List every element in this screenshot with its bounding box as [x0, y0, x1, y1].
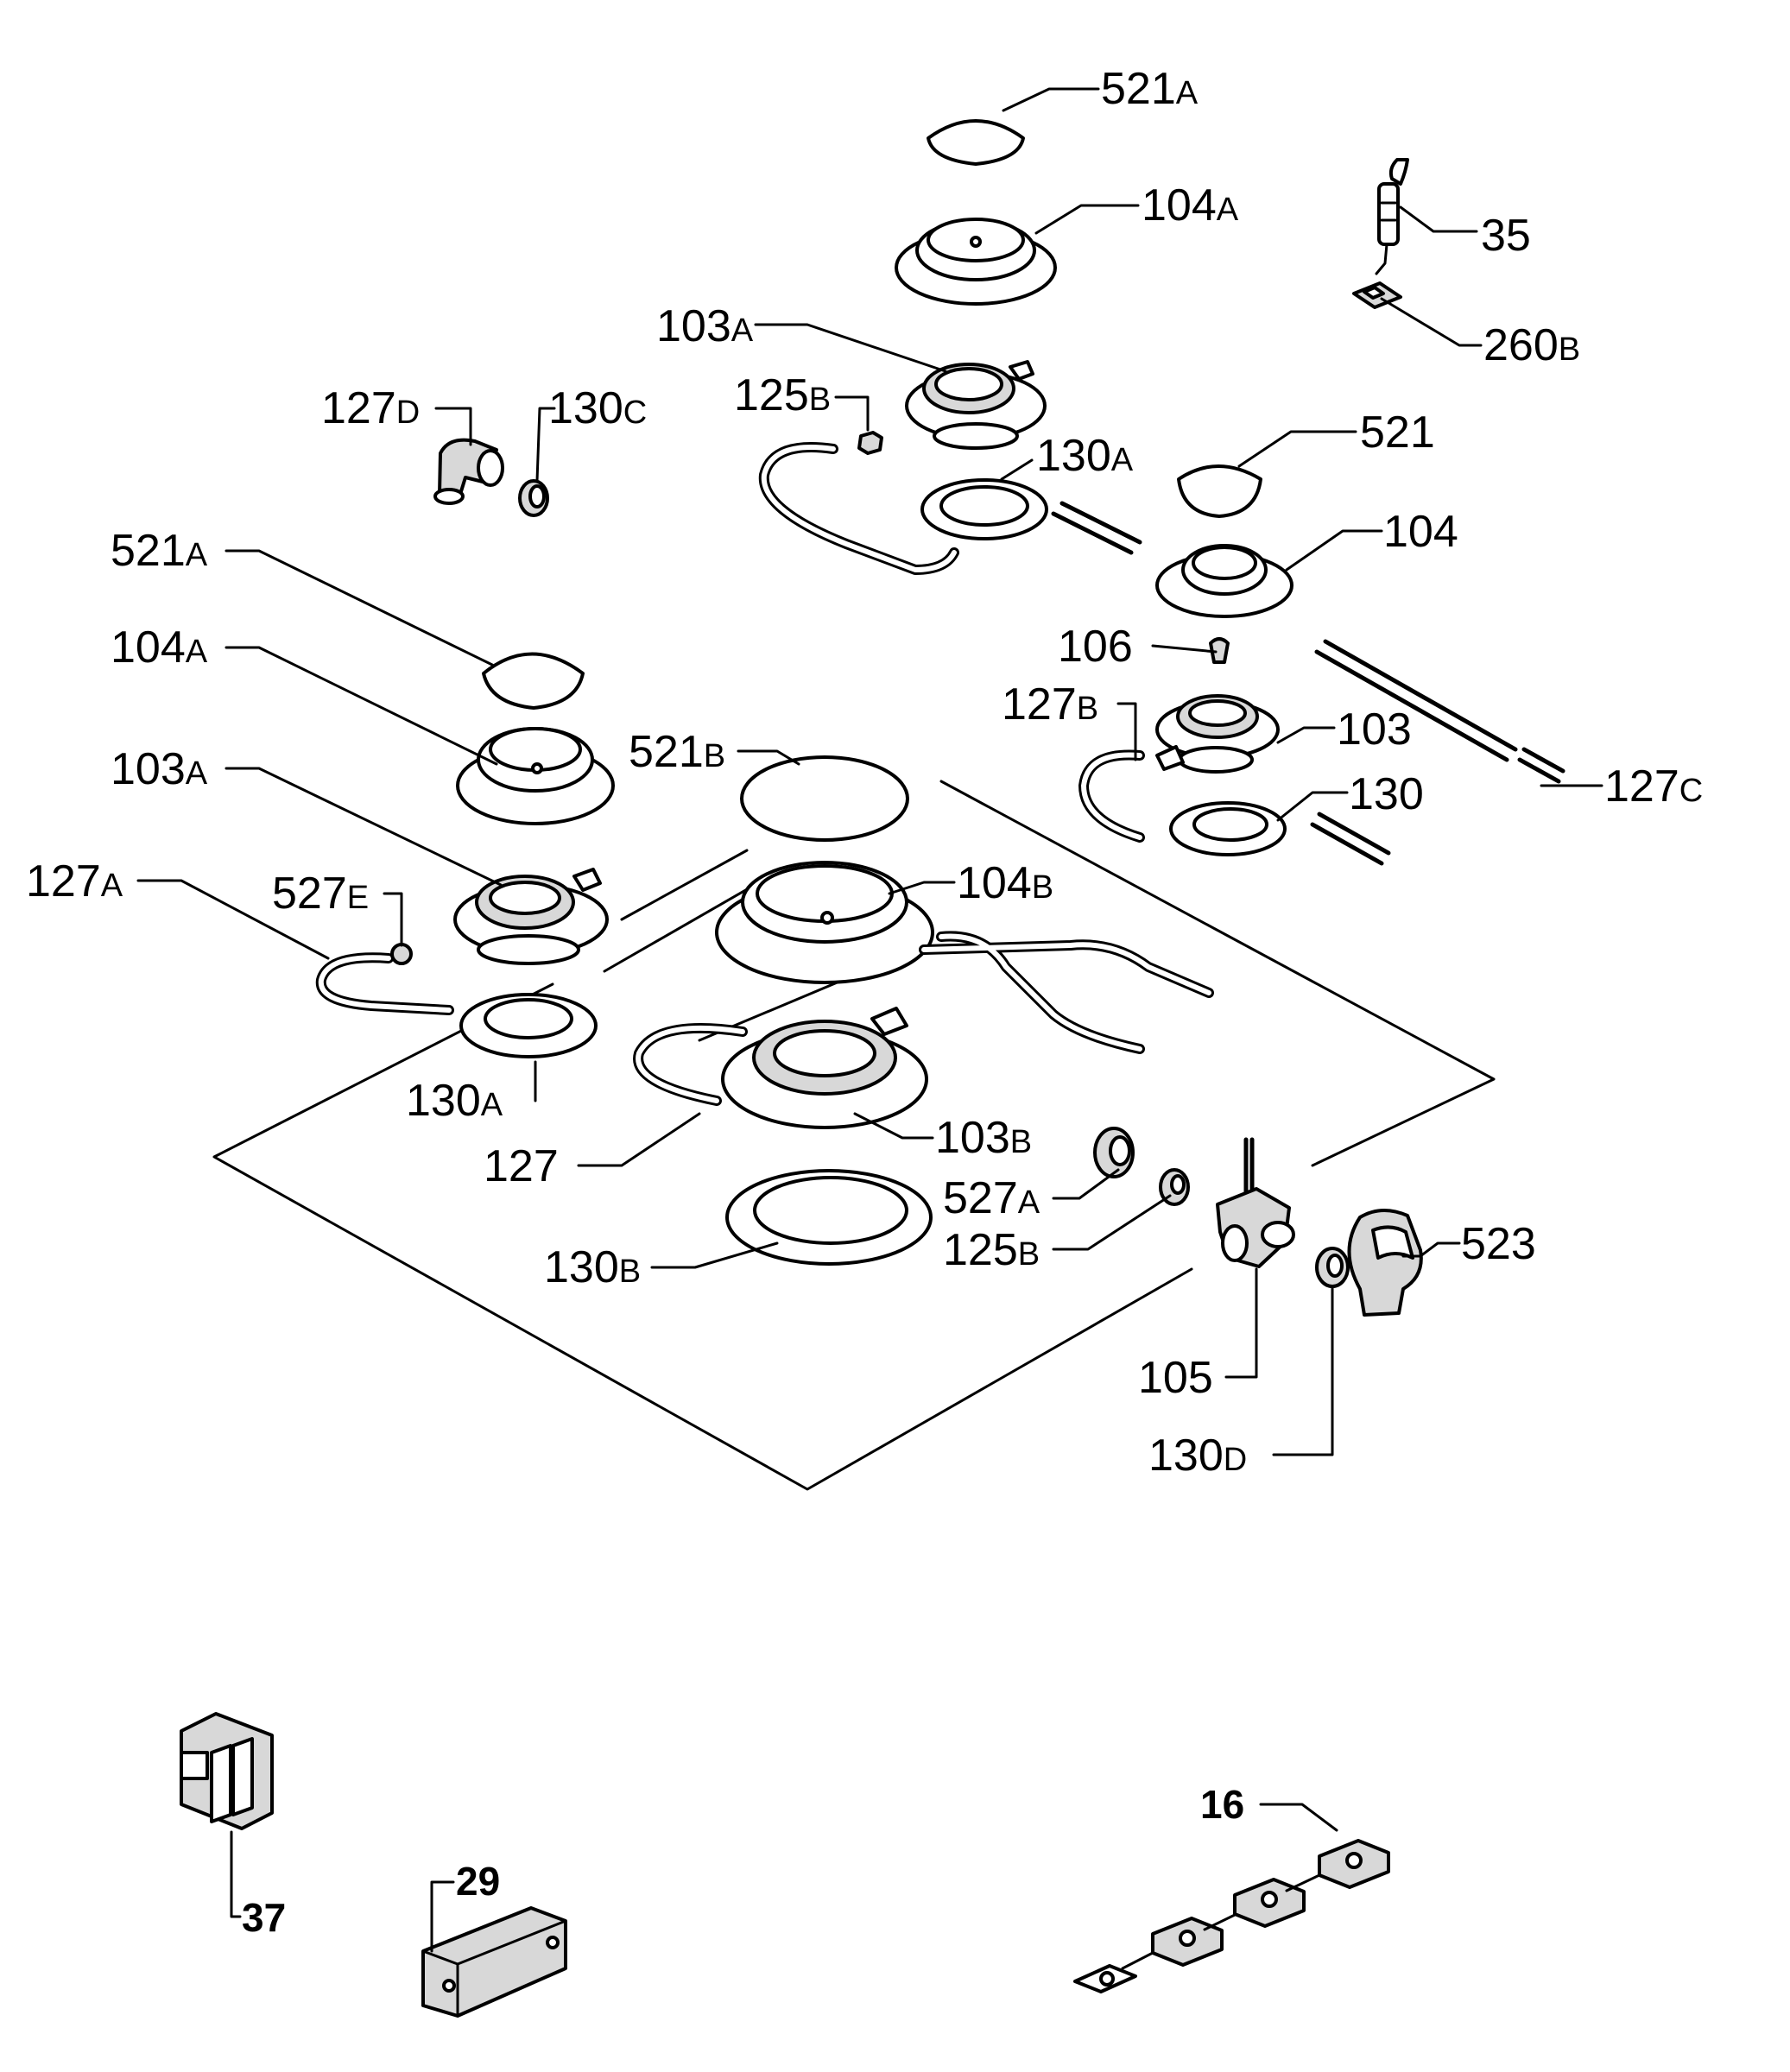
fixing-ring-130 — [1169, 801, 1287, 856]
label-127c: 127C — [1604, 761, 1703, 812]
electrode-106 — [1209, 637, 1230, 664]
gas-rod-lower-right — [1310, 812, 1391, 866]
label-37: 37 — [242, 1895, 286, 1940]
fixing-ring-130a-top — [920, 478, 1048, 540]
nut-130c — [518, 479, 549, 517]
burner-head-104 — [1155, 544, 1293, 618]
label-125b-top: 125B — [734, 370, 831, 420]
burner-cap-521a-left — [482, 652, 585, 710]
nut-527a — [1093, 1127, 1135, 1178]
label-130a-left: 130A — [406, 1076, 503, 1126]
gas-rod-top-right — [1051, 501, 1142, 555]
leader-lines — [136, 87, 1603, 1953]
burner-head-104a-top — [895, 218, 1057, 306]
burner-body-103 — [1155, 694, 1280, 774]
burner-body-103a-left — [453, 868, 609, 965]
gas-tap-105 — [1216, 1137, 1295, 1268]
burner-cap-521a-top — [927, 119, 1025, 166]
part-16-terminal-strip — [1073, 1839, 1390, 1993]
label-523: 523 — [1461, 1219, 1536, 1269]
label-130a-top: 130A — [1036, 431, 1134, 481]
label-130: 130 — [1349, 769, 1424, 819]
hob-plate-outline — [212, 780, 1496, 1491]
label-103a-top: 103A — [656, 301, 754, 351]
label-127b: 127B — [1002, 679, 1098, 730]
burner-body-103b — [721, 1007, 928, 1129]
label-127: 127 — [484, 1141, 559, 1191]
gas-rod-127c — [1314, 639, 1565, 784]
label-106: 106 — [1058, 622, 1133, 672]
washer-130d — [1315, 1247, 1350, 1288]
label-103b: 103B — [935, 1113, 1032, 1163]
label-103a-left: 103A — [111, 744, 208, 794]
part-29-block — [421, 1906, 567, 2018]
label-125b-bottom: 125B — [943, 1225, 1040, 1275]
thermocouple-35 — [1375, 158, 1409, 275]
label-105: 105 — [1138, 1353, 1213, 1403]
label-16: 16 — [1200, 1782, 1244, 1827]
gas-pipe-top — [758, 442, 959, 575]
gas-pipe-127a — [315, 952, 454, 1015]
label-35: 35 — [1481, 211, 1531, 261]
burner-cap-521b — [740, 755, 909, 842]
injector-nut-125b-top — [857, 431, 883, 455]
label-127a: 127A — [26, 856, 123, 906]
elbow-fitting-127d — [433, 438, 504, 505]
nut-125b-bottom — [1159, 1168, 1190, 1206]
label-104a-left: 104A — [111, 622, 208, 673]
burner-body-103a-top — [905, 360, 1047, 450]
label-260b: 260B — [1483, 320, 1580, 370]
label-104a-top: 104A — [1142, 180, 1239, 231]
label-127d: 127D — [321, 383, 420, 433]
gas-pipe-127b — [1078, 749, 1145, 843]
label-527a: 527A — [943, 1173, 1040, 1223]
part-37-clip — [180, 1712, 274, 1830]
nut-527e — [390, 943, 413, 965]
clip-260b — [1352, 281, 1402, 309]
fixing-ring-130a-left — [459, 993, 598, 1058]
label-130d: 130D — [1148, 1431, 1247, 1481]
label-521a-left: 521A — [111, 526, 208, 576]
label-521b: 521B — [629, 727, 725, 777]
label-104: 104 — [1383, 507, 1458, 557]
burner-head-104a-left — [456, 727, 615, 825]
gas-pipe-center — [919, 931, 1214, 1054]
burner-cap-521 — [1177, 464, 1262, 518]
label-521a-top: 521A — [1101, 64, 1199, 114]
clip-523 — [1347, 1209, 1423, 1317]
label-29: 29 — [456, 1859, 500, 1904]
label-130b: 130B — [544, 1242, 641, 1292]
label-527e: 527E — [272, 869, 369, 919]
label-521: 521 — [1360, 407, 1435, 458]
fixing-ring-130b — [725, 1169, 933, 1266]
label-130c: 130C — [548, 383, 647, 433]
gas-pipe-127 — [633, 1022, 748, 1106]
label-103: 103 — [1337, 704, 1412, 755]
part-labels: 521A 104A 35 260B 103A 125B 127D 130C 13… — [26, 64, 1703, 1940]
label-104b: 104B — [957, 858, 1053, 908]
burner-head-104b — [715, 861, 934, 984]
